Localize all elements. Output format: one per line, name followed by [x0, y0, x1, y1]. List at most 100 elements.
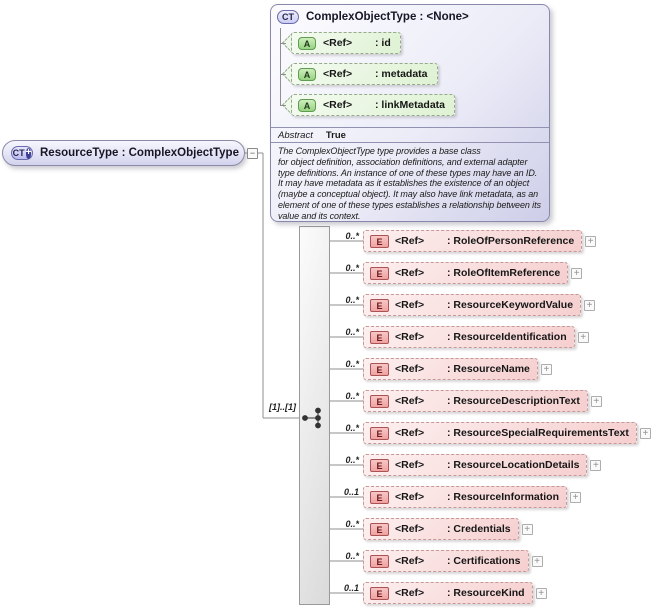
element-icon: E [370, 586, 389, 600]
element-icon: E [370, 522, 389, 536]
root-type-box[interactable]: CT + ResourceType : ComplexObjectType [2, 140, 245, 166]
element-name: : RoleOfItemReference [447, 267, 561, 279]
element-name: : ResourceSpecialRequirementsText [447, 427, 629, 439]
element-box[interactable]: E <Ref> : ResourceKind [363, 582, 533, 604]
expand-plus-icon[interactable]: + [590, 395, 602, 407]
element-cardinality: 0..* [345, 295, 359, 305]
element-cardinality: 0..* [345, 327, 359, 337]
attribute-icon: A [298, 36, 316, 50]
element-credentials: 0..* E <Ref> : Credentials + [345, 518, 533, 540]
element-box[interactable]: E <Ref> : ResourceInformation [363, 486, 568, 508]
element-cardinality: 0..* [345, 359, 359, 369]
ct-badge-label: CT [282, 12, 294, 22]
abstract-label: Abstract [278, 129, 313, 141]
element-icon: E [370, 266, 389, 280]
element-icon: E [370, 554, 389, 568]
expand-plus-icon[interactable]: + [531, 555, 543, 567]
attribute-ref-label: <Ref> [323, 99, 353, 111]
element-ref-label: <Ref> [395, 459, 425, 471]
element-box[interactable]: E <Ref> : ResourceLocationDetails [363, 454, 588, 476]
element-name: : ResourceName [447, 363, 530, 375]
attribute-ref-label: <Ref> [323, 37, 353, 49]
element-ref-label: <Ref> [395, 427, 425, 439]
element-cardinality: 0..* [345, 455, 359, 465]
element-icon: E [370, 362, 389, 376]
attribute-name: : metadata [375, 68, 428, 80]
attribute-connector-line [280, 28, 281, 105]
element-box[interactable]: E <Ref> : RoleOfItemReference [363, 262, 569, 284]
element-certifications: 0..* E <Ref> : Certifications + [345, 550, 543, 572]
element-name: : ResourceLocationDetails [447, 459, 580, 471]
expand-plus-icon[interactable]: + [540, 363, 552, 375]
element-icon: E [370, 394, 389, 408]
sequence-cardinality: [1]..[1] [269, 402, 296, 412]
complex-type-icon: CT + [11, 146, 33, 160]
expand-plus-icon[interactable]: + [570, 491, 582, 503]
element-resourcekind: 0..1 E <Ref> : ResourceKind + [344, 582, 547, 604]
element-icon: E [370, 458, 389, 472]
element-ref-label: <Ref> [395, 235, 425, 247]
ct-badge-label: CT [12, 148, 25, 158]
element-icon: E [370, 234, 389, 248]
expand-plus-icon[interactable]: + [577, 331, 589, 343]
attribute-icon: A [298, 98, 316, 112]
element-cardinality: 0..* [345, 423, 359, 433]
element-cardinality: 0..1 [343, 487, 359, 497]
element-ref-label: <Ref> [395, 555, 425, 567]
element-name: : ResourceKind [447, 587, 525, 599]
collapse-toggle-icon[interactable]: − [247, 148, 258, 159]
element-box[interactable]: E <Ref> : ResourceName [363, 358, 538, 380]
expand-plus-icon[interactable]: + [585, 235, 597, 247]
element-ref-label: <Ref> [395, 491, 425, 503]
element-resourceidentification: 0..* E <Ref> : ResourceIdentification + [345, 326, 589, 348]
attribute-metadata[interactable]: A <Ref> : metadata [291, 63, 438, 85]
expand-plus-icon[interactable]: + [639, 427, 651, 439]
element-name: : RoleOfPersonReference [447, 235, 575, 247]
base-type-header: CT ComplexObjectType : <None> [277, 10, 469, 24]
element-name: : ResourceIdentification [447, 331, 567, 343]
element-resourcedescriptiontext: 0..* E <Ref> : ResourceDescriptionText + [345, 390, 602, 412]
expand-plus-icon[interactable]: + [590, 459, 602, 471]
element-ref-label: <Ref> [395, 267, 425, 279]
complex-type-icon: CT [277, 10, 299, 24]
element-box[interactable]: E <Ref> : Credentials [363, 518, 519, 540]
expand-plus-icon[interactable]: + [521, 523, 533, 535]
element-resourceinformation: 0..1 E <Ref> : ResourceInformation + [344, 486, 582, 508]
abstract-value: True [325, 129, 346, 141]
expand-plus-icon[interactable]: + [584, 299, 596, 311]
element-cardinality: 0..1 [343, 583, 359, 593]
attribute-icon: A [298, 67, 316, 81]
attribute-ref-label: <Ref> [323, 68, 353, 80]
element-icon: E [370, 490, 389, 504]
base-type-title: ComplexObjectType : <None> [306, 11, 469, 23]
attribute-linkmetadata[interactable]: A <Ref> : linkMetadata [291, 94, 456, 116]
element-roleofitemreference: 0..* E <Ref> : RoleOfItemReference + [345, 262, 583, 284]
sequence-icon[interactable] [301, 404, 329, 432]
attribute-connector-stub [280, 74, 286, 75]
element-resourcespecialrequirementstext: 0..* E <Ref> : ResourceSpecialRequiremen… [345, 422, 651, 444]
attribute-id[interactable]: A <Ref> : id [291, 32, 401, 54]
element-box[interactable]: E <Ref> : ResourceKeywordValue [363, 294, 582, 316]
element-roleofpersonreference: 0..* E <Ref> : RoleOfPersonReference + [345, 230, 597, 252]
element-icon: E [370, 330, 389, 344]
attribute-name: : linkMetadata [375, 99, 446, 111]
element-icon: E [370, 426, 389, 440]
element-resourcelocationdetails: 0..* E <Ref> : ResourceLocationDetails + [345, 454, 602, 476]
element-box[interactable]: E <Ref> : ResourceDescriptionText [363, 390, 588, 412]
element-box[interactable]: E <Ref> : ResourceSpecialRequirementsTex… [363, 422, 637, 444]
attribute-name: : id [375, 37, 391, 49]
element-cardinality: 0..* [345, 391, 359, 401]
expand-plus-icon[interactable]: + [571, 267, 583, 279]
element-box[interactable]: E <Ref> : RoleOfPersonReference [363, 230, 583, 252]
expand-plus-icon[interactable]: + [535, 587, 547, 599]
element-box[interactable]: E <Ref> : Certifications [363, 550, 529, 572]
element-name: : ResourceInformation [447, 491, 560, 503]
element-resourcekeywordvalue: 0..* E <Ref> : ResourceKeywordValue + [345, 294, 596, 316]
base-type-panel[interactable]: CT ComplexObjectType : <None> A <Ref> : … [270, 4, 550, 222]
element-box[interactable]: E <Ref> : ResourceIdentification [363, 326, 575, 348]
attribute-connector-stub [280, 43, 286, 44]
element-cardinality: 0..* [345, 519, 359, 529]
element-cardinality: 0..* [345, 231, 359, 241]
